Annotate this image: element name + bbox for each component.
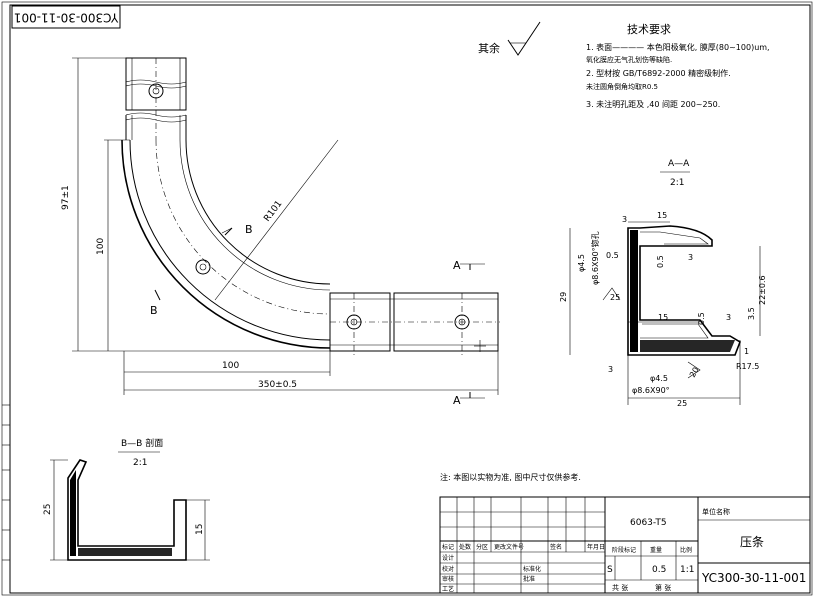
dim-length: 350±0.5 (258, 380, 297, 390)
aa-d3c: 3 (726, 313, 731, 322)
top-drawing-number: YC300-30-11-001 (14, 11, 119, 25)
title-block: 标记 处数 分区 更改文件号 签名 年月日 设计 校对 审核 工艺 标准化 批准… (439, 496, 811, 594)
section-bb-scale: 2:1 (133, 458, 147, 468)
aa-d3-5: 3.5 (747, 307, 756, 320)
aa-d29: 29 (559, 292, 568, 302)
label-b-bottom: B (150, 304, 158, 317)
aa-d17-5: R17.5 (736, 362, 759, 371)
tb-scale-label: 比例 (680, 546, 692, 554)
radius-label: R101 (262, 199, 284, 224)
aa-d1: 1 (744, 347, 749, 356)
tb-sheet-current: 第 张 (655, 583, 671, 592)
aa-d0-5a: 0.5 (606, 251, 619, 260)
tb-stage: S (607, 565, 613, 575)
label-a-bottom: A (453, 394, 461, 407)
top-drawing-number-box: YC300-30-11-001 (11, 5, 121, 29)
section-bb: B—B 剖面 2:1 25 15 (43, 437, 210, 561)
drawing-frame (9, 4, 811, 594)
aa-d4-5b: φ4.5 (650, 374, 668, 383)
tb-mark: 标记 (442, 543, 454, 551)
tb-review: 审核 (442, 575, 454, 583)
bb-d25: 25 (43, 504, 53, 515)
aa-d15-mid: 15 (658, 313, 668, 322)
section-aa-label: A—A (668, 159, 690, 169)
tb-design: 设计 (442, 554, 454, 562)
label-b-top: B (245, 223, 253, 236)
tb-stage-label: 阶段标记 (612, 546, 636, 554)
section-aa: A—A 2:1 15 3 0.5 0.5 3 φ4.5 φ8.6X90°锪孔 2… (559, 159, 767, 408)
tb-change-doc: 更改文件号 (494, 543, 524, 551)
left-margin-table (2, 404, 10, 561)
aa-d0-5b: 0.5 (656, 255, 665, 268)
main-view: R101 B B A A 97±1 100 (61, 57, 500, 407)
tech-req-2b: 未注圆角倒角均取R0.5 (586, 82, 658, 91)
aa-d3-right: 3 (688, 253, 693, 262)
tb-weight: 0.5 (652, 565, 666, 575)
tb-sign: 签名 (550, 543, 562, 551)
dim-100-horizontal: 100 (222, 361, 239, 371)
bottom-note: 注: 本图以实物为准, 图中尺寸仅供参考. (440, 472, 581, 482)
bb-d15: 15 (195, 524, 205, 535)
section-aa-scale: 2:1 (670, 178, 684, 188)
tech-requirements: 技术要求 1. 表面———— 本色阳极氧化, 膜厚(80~100)um, 氧化膜… (586, 23, 770, 109)
label-a-top: A (453, 259, 461, 272)
aa-d15-top: 15 (657, 211, 667, 220)
tb-approve: 批准 (523, 575, 535, 583)
tb-date: 年月日 (587, 543, 605, 551)
tb-part-name: 压条 (740, 535, 764, 549)
aa-d25-bottom: 25 (677, 399, 687, 408)
aa-d20: 20 (688, 366, 701, 379)
tb-material: 6063-T5 (630, 518, 667, 528)
tech-req-2: 2. 型材按 GB/T6892-2000 精密级制作. (586, 68, 731, 78)
tb-check: 校对 (442, 565, 454, 573)
dim-100-vertical: 100 (96, 238, 106, 255)
aa-d25-angle: 25 (610, 293, 620, 302)
tb-weight-label: 重量 (650, 546, 662, 554)
tech-req-3: 3. 未注明孔距及 ,40 间距 200~250. (586, 99, 720, 109)
tb-owner: 单位名称 (702, 507, 730, 516)
tech-req-title: 技术要求 (627, 23, 671, 36)
tb-standard: 标准化 (523, 565, 541, 573)
tb-drawing-number: YC300-30-11-001 (701, 571, 806, 585)
roughness-label: 其余 (478, 41, 500, 55)
aa-d8-6b: φ8.6X90° (632, 386, 670, 395)
tb-count: 处数 (459, 543, 471, 551)
tb-zone: 分区 (476, 543, 488, 551)
tb-sheet-total: 共 张 (612, 583, 628, 592)
tech-req-1: 1. 表面———— 本色阳极氧化, 膜厚(80~100)um, (586, 42, 770, 52)
tech-req-1b: 氧化膜应无气孔划伤等缺陷. (586, 55, 672, 64)
aa-d0-5c: 0.5 (697, 312, 706, 325)
section-bb-label: B—B 剖面 (121, 437, 163, 449)
dim-height: 97±1 (61, 185, 71, 210)
surface-roughness: 其余 (478, 21, 541, 56)
tb-process: 工艺 (442, 585, 454, 593)
tb-scale: 1:1 (680, 565, 694, 575)
aa-d8-6: φ8.6X90°锪孔 (590, 231, 600, 285)
aa-d4-5: φ4.5 (577, 254, 586, 272)
aa-d3-top: 3 (622, 215, 627, 224)
aa-d3-bot: 3 (608, 365, 613, 374)
aa-d22: 22±0.6 (758, 275, 767, 305)
